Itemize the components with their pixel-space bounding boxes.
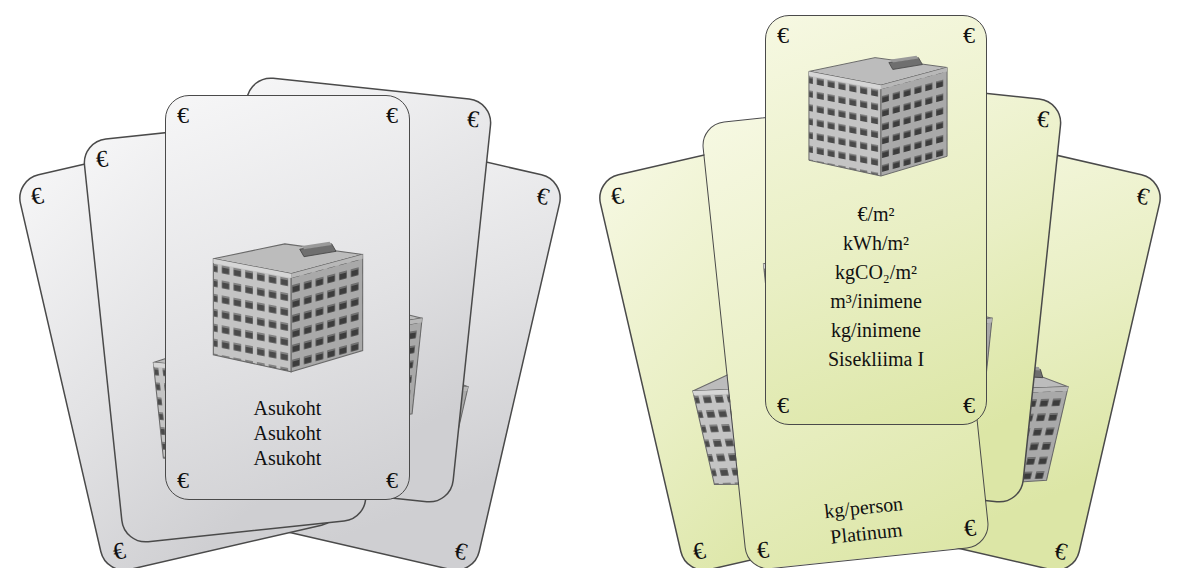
euro-symbol: €	[963, 393, 975, 417]
euro-symbol: €	[95, 147, 109, 172]
playing-card: €/m²kWh/m²kgCO₂/m²m³/inimenekg/inimeneSi…	[765, 15, 987, 425]
euro-symbol: €	[963, 23, 975, 47]
euro-symbol: €	[1036, 107, 1050, 132]
card-text: kWh/m²	[843, 229, 909, 258]
euro-symbol: €	[177, 103, 189, 127]
card-text: kg/inimene	[831, 316, 921, 345]
building-illustration	[804, 30, 952, 178]
euro-symbol: €	[386, 468, 398, 492]
euro-symbol: €	[755, 537, 769, 562]
card-text: €/m²	[857, 200, 894, 229]
card-text: Sisekliima I	[828, 345, 924, 374]
card-text: m³/inimene	[830, 287, 922, 316]
building-illustration	[208, 214, 368, 374]
euro-symbol: €	[177, 468, 189, 492]
euro-symbol: €	[777, 23, 789, 47]
playing-card: AsukohtAsukohtAsukoht	[165, 95, 410, 500]
card-text: kgCO₂/m²	[835, 258, 917, 287]
euro-symbol: €	[466, 107, 480, 132]
card-text: Asukoht	[254, 446, 322, 471]
euro-symbol: €	[386, 103, 398, 127]
card-text: Asukoht	[254, 421, 322, 446]
card-text: Asukoht	[254, 396, 322, 421]
euro-symbol: €	[777, 393, 789, 417]
